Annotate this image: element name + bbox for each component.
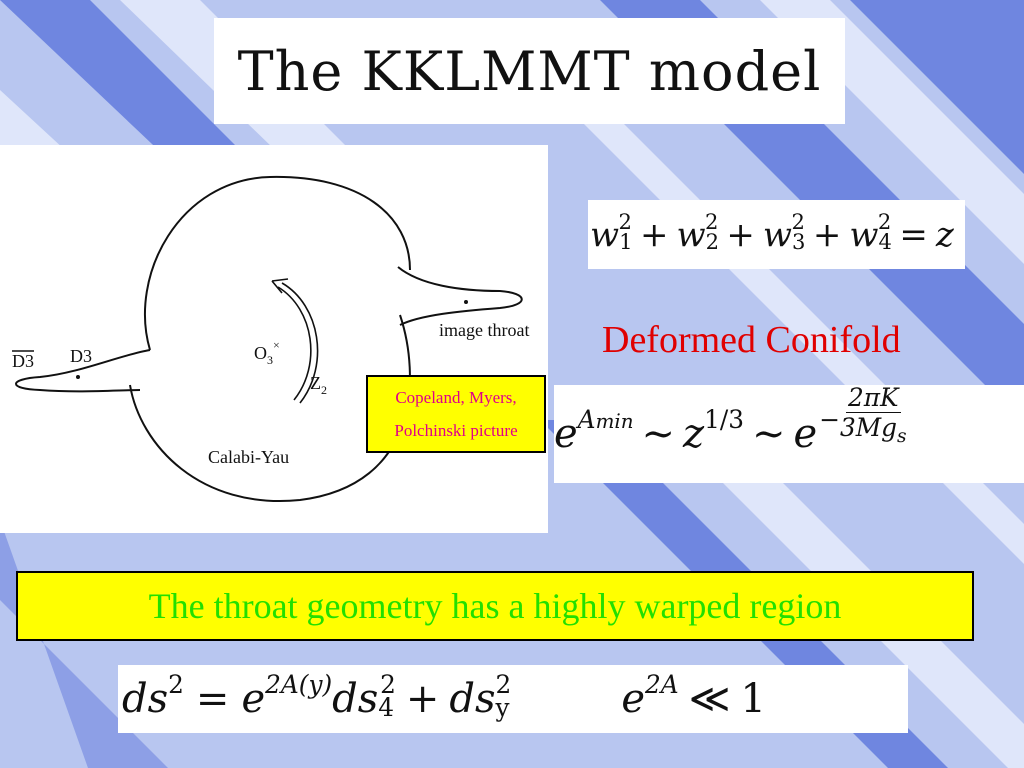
credit-line-1: Copeland, Myers, (395, 388, 517, 407)
orientifold-arc-outer (281, 282, 319, 404)
calabi-yau-figure: D3 D3 O3× Z2 image throat Calabi-Yau (0, 145, 548, 533)
image-throat-label: image throat (439, 320, 530, 340)
anti-d3-label: D3 (12, 351, 34, 371)
slide-title-box: The KKLMMT model (214, 18, 845, 124)
warped-region-banner: The throat geometry has a highly warped … (16, 571, 974, 641)
o3-label: O3× (254, 338, 280, 367)
image-d3-dot (464, 300, 468, 304)
credit-line-2: Polchinski picture (394, 421, 518, 440)
d3-dot (76, 375, 80, 379)
left-throat (15, 349, 151, 393)
figure-credit-box: Copeland, Myers, Polchinski picture (366, 375, 546, 453)
calabi-yau-label: Calabi-Yau (208, 447, 290, 467)
slide-title: The KKLMMT model (237, 39, 822, 103)
right-throat (397, 266, 523, 326)
z2-label: Z2 (310, 373, 327, 397)
orientifold-arrowhead (271, 278, 289, 294)
exponent-fraction: 2πK 3Mgs (840, 383, 907, 447)
banner-text: The throat geometry has a highly warped … (148, 586, 842, 626)
orientifold-arc-inner (277, 286, 312, 401)
deformed-conifold-label: Deformed Conifold (602, 319, 901, 361)
d3-label: D3 (70, 346, 92, 366)
